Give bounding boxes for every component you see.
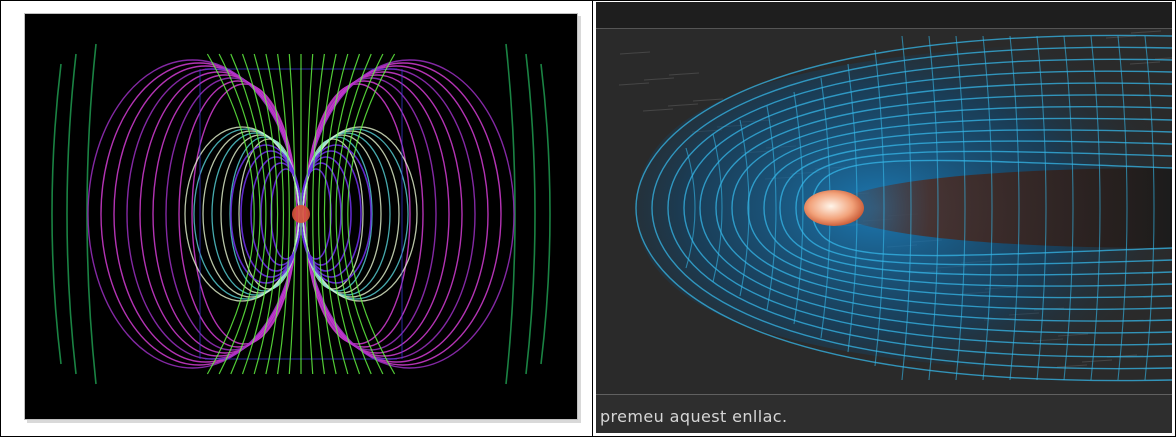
polar-funnel-line — [277, 53, 290, 375]
outer-field-arc — [51, 63, 62, 365]
magnetosphere-rib — [1009, 35, 1020, 381]
polar-funnel-line — [317, 53, 337, 375]
magnetotail — [826, 168, 1172, 248]
outer-field-arc — [505, 43, 516, 385]
solar-wind-streak — [1130, 30, 1162, 34]
magnetosphere-shell — [715, 94, 1172, 322]
panel-divider — [592, 0, 593, 437]
magnetosphere-field-lines — [596, 28, 1172, 382]
magnetosphere-shell — [651, 46, 1172, 370]
outer-field-arc — [540, 63, 551, 365]
magnetosphere-shell — [731, 106, 1172, 310]
solar-wind-streak — [618, 82, 650, 86]
polar-funnel-line — [218, 53, 261, 375]
magnetosphere-rib — [685, 147, 696, 269]
magnetosphere-shell — [683, 70, 1172, 346]
solar-wind-streak — [668, 72, 700, 76]
polar-funnel-line — [253, 53, 279, 375]
image-caption: premeu aquest enllac. — [600, 407, 788, 426]
magnetosphere-rib — [1090, 35, 1101, 381]
image-top-bar — [596, 2, 1172, 29]
outer-field-arc — [66, 53, 77, 375]
solar-wind-streak — [643, 77, 675, 81]
magnetosphere-rib — [928, 35, 939, 381]
magnetosphere-shell — [763, 129, 1172, 287]
magnetosphere-image: premeu aquest enllac. — [596, 2, 1172, 433]
magnetosphere-shell — [779, 140, 1172, 276]
solar-wind-streak — [642, 108, 674, 112]
magnetosphere-shell — [667, 58, 1172, 358]
outer-field-arc — [86, 43, 97, 385]
magnetosphere-rib — [1117, 35, 1128, 381]
polar-funnel-line — [230, 53, 267, 375]
polar-funnel-line — [206, 53, 255, 375]
magnetosphere-rib — [1063, 35, 1074, 381]
dipole-field-image — [25, 14, 577, 419]
magnetosphere-rib — [793, 91, 804, 325]
magnetosphere-rib — [982, 35, 993, 381]
magnetosphere-rib — [874, 49, 885, 367]
solar-wind-streak — [1105, 35, 1137, 39]
magnetosphere-shell — [635, 34, 1172, 382]
magnetosphere-rib — [712, 133, 723, 283]
polar-funnel-line — [329, 53, 361, 375]
planet — [804, 190, 864, 226]
polar-funnel-line — [335, 53, 372, 375]
caption-bar — [596, 394, 1172, 433]
polar-funnel-line — [347, 53, 396, 375]
solar-wind-streak — [692, 98, 724, 102]
polar-funnel-line — [265, 53, 285, 375]
outer-field-arc — [525, 53, 536, 375]
polar-funnel-line — [241, 53, 273, 375]
polar-funnel-line — [312, 53, 325, 375]
magnetosphere-shell — [747, 117, 1172, 299]
magnetosphere-rib — [739, 119, 750, 297]
magnetosphere-shell — [699, 82, 1172, 334]
magnetosphere-shell — [795, 150, 1172, 266]
dipole-core — [292, 205, 310, 223]
polar-funnel-line — [341, 53, 384, 375]
magnetosphere-rib — [955, 35, 966, 381]
magnetosphere-rib — [901, 35, 912, 381]
magnetosphere-rib — [1144, 35, 1155, 381]
magnetosphere-rib — [1036, 35, 1047, 381]
solar-wind-streak — [667, 103, 699, 107]
polar-funnel-line — [323, 53, 349, 375]
dipole-field-lines — [51, 43, 551, 385]
magnetosphere-rib — [766, 105, 777, 311]
solar-wind-streak — [619, 51, 651, 55]
